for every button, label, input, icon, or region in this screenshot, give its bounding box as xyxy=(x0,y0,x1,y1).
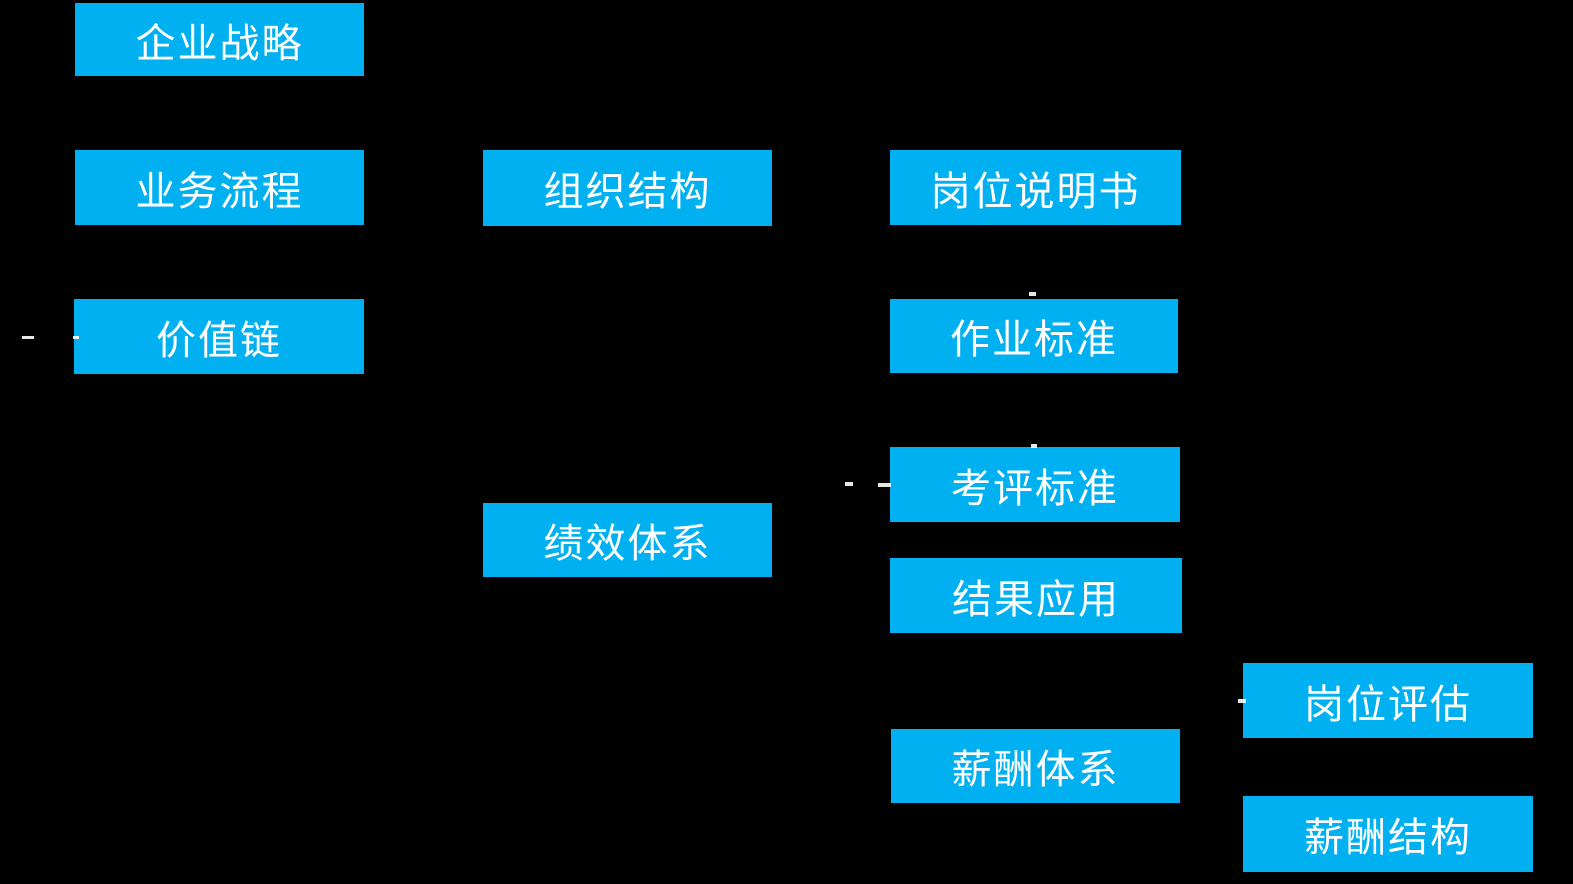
node-performance-system: 绩效体系 xyxy=(483,503,772,577)
node-result-application: 结果应用 xyxy=(890,558,1182,633)
node-enterprise-strategy: 企业战略 xyxy=(75,3,364,76)
connector-stub xyxy=(73,336,79,339)
node-business-process: 业务流程 xyxy=(75,150,364,225)
node-value-chain: 价值链 xyxy=(74,299,364,374)
node-compensation-system: 薪酬体系 xyxy=(891,729,1180,803)
connector-stub xyxy=(1029,292,1036,296)
connector-stub xyxy=(22,336,34,339)
node-job-evaluation: 岗位评估 xyxy=(1243,663,1533,738)
node-operation-standard: 作业标准 xyxy=(890,299,1178,373)
connector-stub xyxy=(1031,444,1037,448)
node-appraisal-standard: 考评标准 xyxy=(890,447,1180,522)
node-compensation-structure: 薪酬结构 xyxy=(1243,796,1533,872)
connector-stub xyxy=(878,483,891,487)
connector-stub xyxy=(845,482,853,486)
connector-stub xyxy=(1238,699,1246,703)
node-job-description: 岗位说明书 xyxy=(890,150,1181,225)
node-organization-structure: 组织结构 xyxy=(483,150,772,226)
